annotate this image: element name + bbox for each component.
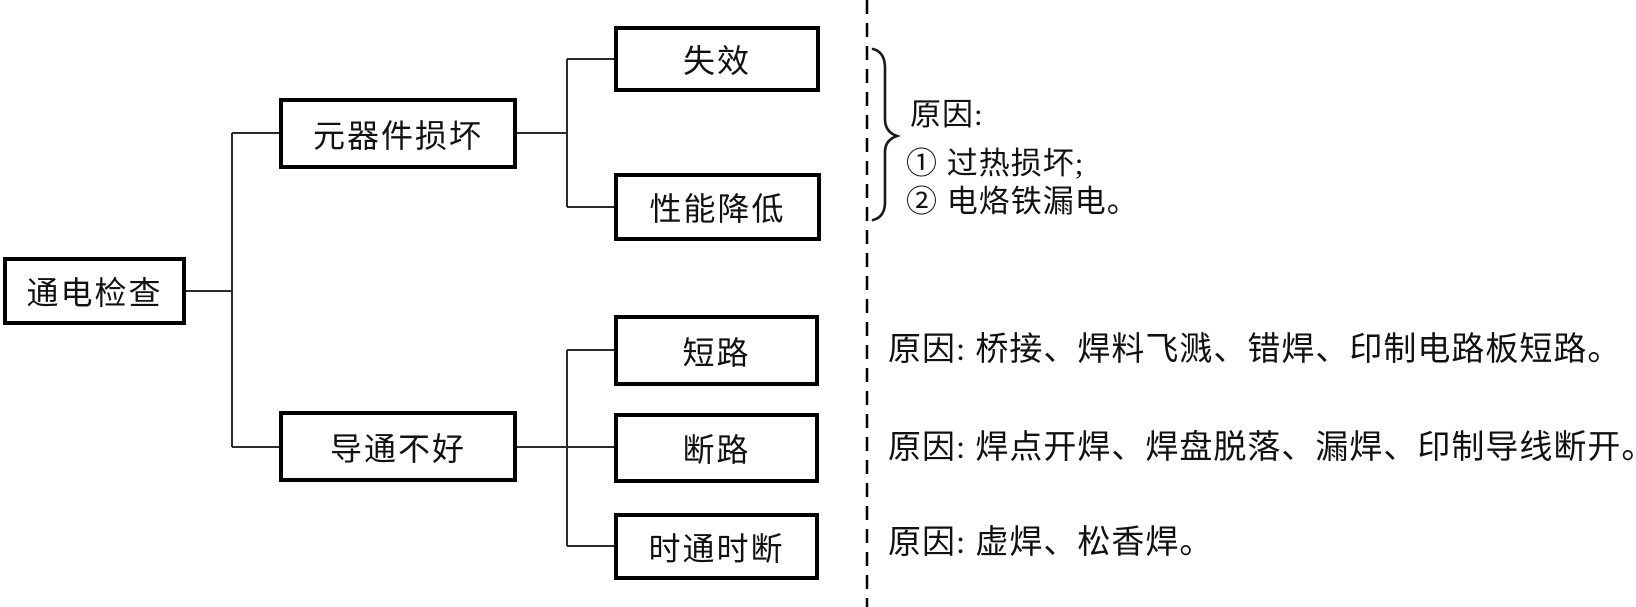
cause-group-item-overheat: ① 过热损坏;: [906, 146, 1085, 181]
node-intermittent: 时通时断: [614, 513, 819, 580]
cause-row-short-circuit: 原因: 桥接、焊料飞溅、错焊、印制电路板短路。: [888, 332, 1622, 368]
node-open-circuit: 断路: [614, 413, 819, 483]
node-performance-degradation: 性能降低: [614, 173, 821, 241]
node-short-circuit: 短路: [614, 315, 819, 386]
group-brace: [871, 47, 902, 222]
node-component-damage: 元器件损坏: [279, 98, 517, 169]
node-failure: 失效: [614, 26, 820, 92]
cause-group-title: 原因:: [910, 97, 984, 132]
node-poor-conduction: 导通不好: [279, 411, 517, 482]
cause-group-item-iron-leakage: ② 电烙铁漏电。: [906, 184, 1139, 219]
node-power-on-check: 通电检查: [3, 257, 186, 325]
cause-row-open-circuit: 原因: 焊点开焊、焊盘脱落、漏焊、印制导线断开。: [888, 430, 1636, 466]
cause-row-intermittent: 原因: 虚焊、松香焊。: [888, 525, 1214, 561]
